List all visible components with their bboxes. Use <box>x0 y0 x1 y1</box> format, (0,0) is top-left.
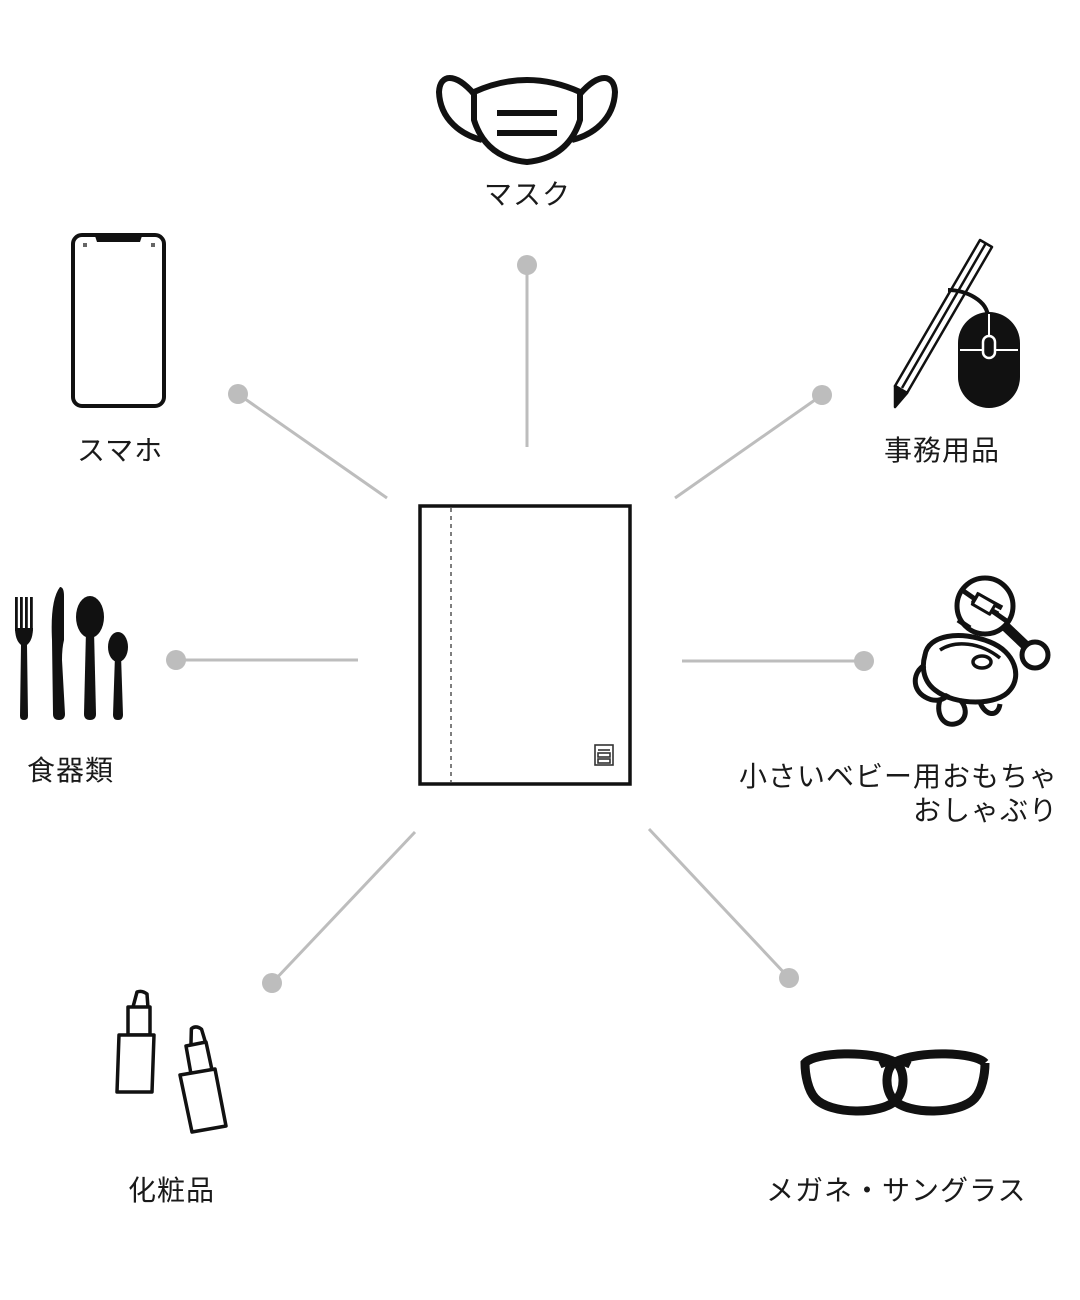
spoon-icon <box>76 596 104 720</box>
connector-baby-toys <box>682 651 874 671</box>
connector-cosmetics <box>262 830 417 993</box>
knife-icon <box>51 587 65 720</box>
baby-rattle-icon <box>912 575 1051 727</box>
cutlery-icon <box>15 587 128 720</box>
label-tableware: 食器類 <box>27 754 115 787</box>
smartphone-icon <box>71 233 166 408</box>
connectors <box>166 255 874 993</box>
label-glasses: メガネ・サングラス <box>766 1174 1027 1207</box>
connector-stationery <box>674 385 832 500</box>
teaspoon-icon <box>108 632 128 720</box>
mask-icon <box>436 75 618 165</box>
pouch-icon <box>418 504 632 786</box>
fork-icon <box>15 597 33 720</box>
label-baby-toys: 小さいベビー用おもちゃ <box>738 760 1058 793</box>
glasses-icon <box>800 1049 990 1116</box>
label-smartphone: スマホ <box>77 434 164 467</box>
connector-mask <box>517 255 537 447</box>
lipstick-icon <box>115 989 228 1134</box>
connector-glasses <box>647 827 799 988</box>
connector-smartphone <box>228 384 388 500</box>
pouch-logo-icon <box>594 744 614 766</box>
label-stationery: 事務用品 <box>884 434 1001 467</box>
label-mask: マスク <box>484 178 572 211</box>
label-baby-toys-line2: おしゃぶり <box>912 794 1058 827</box>
pencil-mouse-icon <box>893 238 1020 409</box>
connector-tableware <box>166 650 358 670</box>
label-cosmetics: 化粧品 <box>128 1174 216 1207</box>
